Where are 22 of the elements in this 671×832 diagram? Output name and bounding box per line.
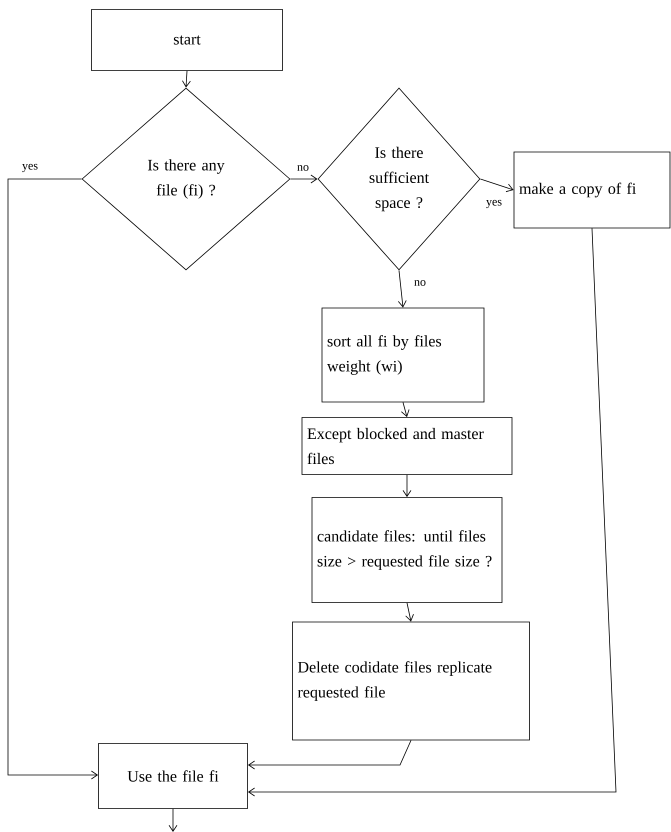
edge-label: yes	[21, 162, 39, 174]
process-box: start	[91, 9, 283, 71]
arrow	[398, 270, 407, 308]
process-box: Except blocked and master files	[302, 417, 512, 475]
arrow	[402, 474, 412, 498]
arrow	[248, 228, 616, 796]
process-box: candidate files: until files size > requested file size ?	[312, 497, 502, 603]
arrow	[248, 740, 412, 770]
arrow	[8, 178, 98, 780]
arrow	[290, 174, 318, 184]
edge-label: yes	[485, 198, 503, 210]
arrow	[480, 178, 514, 192]
edge-label: no	[413, 279, 427, 287]
process-box: Delete codidate files replicate requested file	[292, 622, 530, 740]
arrow	[405, 602, 414, 622]
arrow	[182, 70, 191, 88]
process-box: make a copy of fi	[514, 152, 670, 228]
process-box: sort all fi by files weight (wi)	[322, 308, 484, 402]
edge-label: no	[296, 164, 310, 172]
arrow	[400, 402, 410, 418]
arrow	[168, 808, 178, 832]
process-box: Use the file fi	[98, 743, 248, 809]
